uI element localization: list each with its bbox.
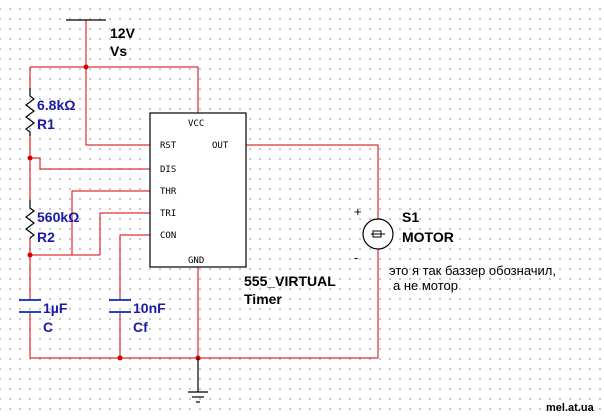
- wire-output: [246, 144, 379, 219]
- pin-gnd: GND: [188, 256, 204, 266]
- r2-ref: R2: [37, 229, 55, 245]
- note-line-1: это я так баззер обозначил,: [389, 263, 556, 278]
- timer-label: Timer: [244, 291, 282, 307]
- r1-value: 6.8kΩ: [37, 97, 75, 113]
- motor-minus: -: [354, 250, 358, 265]
- timer-name: 555_VIRTUAL: [244, 273, 336, 289]
- junction-dot: [27, 252, 33, 258]
- motor-plus: +: [354, 204, 362, 219]
- r1-ref: R1: [37, 116, 55, 132]
- ground-icon: [188, 358, 208, 403]
- wire-trigger: [99, 212, 150, 255]
- resistor-r1[interactable]: [25, 88, 35, 136]
- pin-dis: DIS: [160, 165, 176, 175]
- junction-dot: [27, 155, 33, 161]
- supply-voltage: 12V: [110, 25, 136, 41]
- watermark: mel.at.ua: [546, 402, 595, 414]
- wire-discharge: [30, 157, 150, 170]
- pin-tri: TRI: [160, 209, 176, 219]
- junctions: [27, 64, 201, 361]
- pin-vcc: VCC: [188, 119, 204, 129]
- timer-555-body[interactable]: [149, 112, 247, 268]
- junction-dot: [117, 355, 123, 361]
- resistor-r2[interactable]: [25, 200, 35, 239]
- motor-ref: S1: [402, 209, 419, 225]
- pin-thr: THR: [160, 187, 177, 197]
- pin-con: CON: [160, 231, 176, 241]
- cf-ref: Cf: [133, 319, 148, 335]
- capacitor-cf[interactable]: [109, 299, 131, 313]
- pin-rst: RST: [160, 141, 177, 151]
- junction-dot: [83, 64, 89, 70]
- wires: [29, 20, 379, 359]
- motor-icon: [371, 230, 385, 238]
- wire-threshold: [71, 190, 150, 255]
- motor-name: MOTOR: [402, 229, 454, 245]
- pin-out: OUT: [212, 141, 229, 151]
- c-ref: C: [43, 319, 53, 335]
- cf-value: 10nF: [133, 300, 166, 316]
- r2-value: 560kΩ: [37, 209, 79, 225]
- supply-name: Vs: [110, 43, 127, 59]
- capacitor-c[interactable]: [19, 299, 41, 313]
- wire-reset: [85, 67, 150, 146]
- c-value: 1µF: [43, 300, 68, 316]
- note-line-2: а не мотор: [393, 278, 458, 293]
- wire-control: [119, 234, 150, 300]
